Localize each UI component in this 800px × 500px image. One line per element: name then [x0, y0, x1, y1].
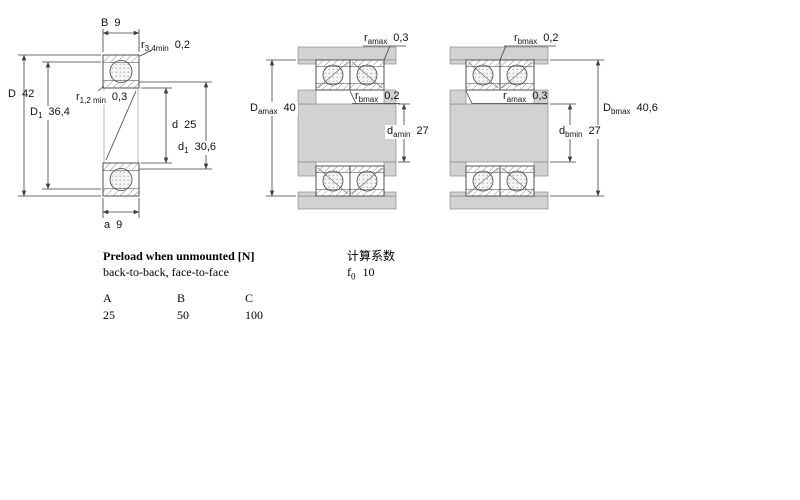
- single-bearing-dimensions: [18, 29, 212, 218]
- pair-back-to-back: [297, 46, 397, 210]
- single-bearing-section: [102, 54, 140, 197]
- preload-title: Preload when unmounted [N]: [103, 249, 255, 263]
- preload-col-C: C: [245, 291, 254, 305]
- preload-val-C: 100: [245, 308, 263, 322]
- preload-subtitle: back-to-back, face-to-face: [103, 265, 229, 279]
- preload-col-A: A: [103, 291, 112, 305]
- preload-val-A: 25: [103, 308, 115, 322]
- pair-face-to-face: [449, 46, 549, 210]
- calc-factors-title: 计算系数: [347, 249, 396, 263]
- preload-val-B: 50: [177, 308, 189, 322]
- bearing-technical-drawing: [18, 29, 604, 218]
- pair-back-to-back-dimensions: [266, 45, 410, 197]
- preload-col-B: B: [177, 291, 186, 305]
